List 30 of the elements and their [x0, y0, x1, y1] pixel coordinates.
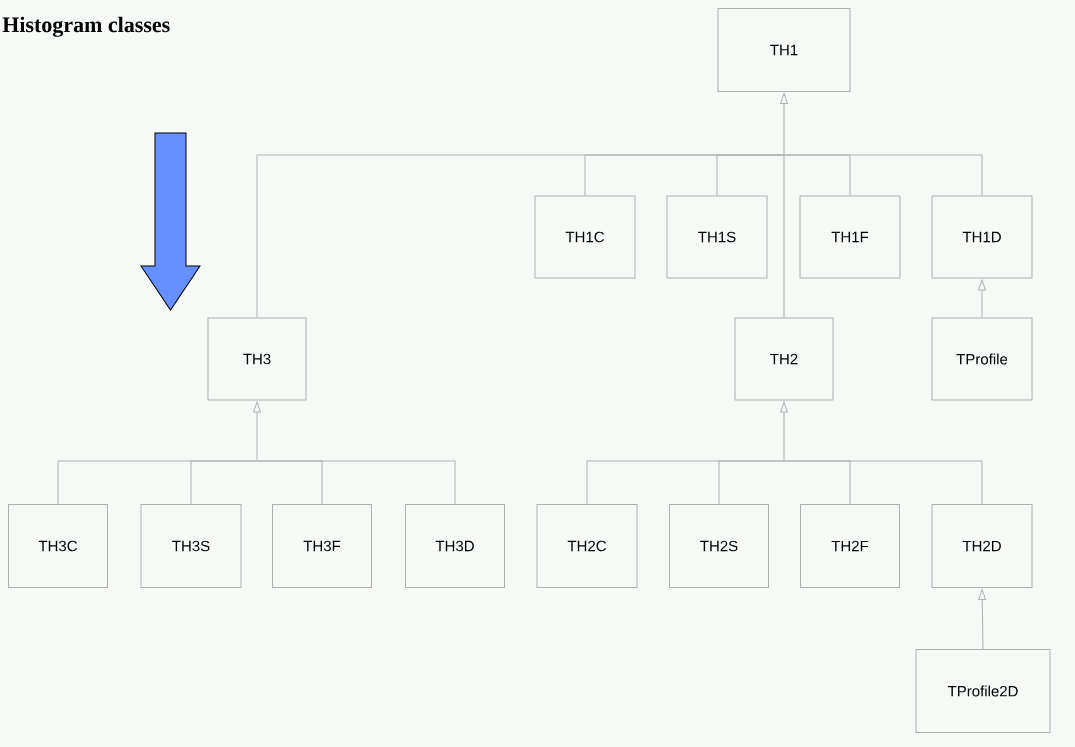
class-box: TH3C	[8, 504, 108, 588]
inheritance-arrow	[978, 589, 987, 650]
connector-line	[783, 154, 785, 318]
connector-line	[783, 460, 983, 505]
class-box: TH2F	[800, 504, 900, 588]
class-box: TH3F	[272, 504, 372, 588]
connector-line	[256, 460, 456, 505]
connector-line	[190, 460, 258, 505]
connector-line	[718, 460, 785, 505]
inheritance-arrow	[253, 401, 261, 462]
class-box: TProfile2D	[915, 649, 1051, 733]
class-box: TH1D	[931, 195, 1033, 279]
connector-line	[256, 154, 785, 318]
class-box: TH3S	[140, 504, 242, 588]
connector-line	[783, 154, 983, 196]
heading: Histogram classes	[2, 16, 170, 37]
class-box: TH2S	[669, 504, 769, 588]
class-box: TH1F	[799, 195, 901, 279]
class-box: TH1C	[534, 195, 636, 279]
class-box: TH2	[734, 317, 834, 401]
class-box: TProfile	[931, 317, 1033, 401]
class-box: TH2C	[536, 504, 638, 588]
class-box: TH3	[207, 317, 307, 401]
class-box: TH3D	[405, 504, 505, 588]
class-box: TH1S	[666, 195, 768, 279]
inheritance-arrow	[780, 401, 788, 462]
class-box: TH1	[717, 8, 851, 92]
class-box: TH2D	[931, 504, 1033, 588]
inheritance-arrow	[978, 279, 986, 318]
inheritance-arrow	[780, 93, 788, 156]
